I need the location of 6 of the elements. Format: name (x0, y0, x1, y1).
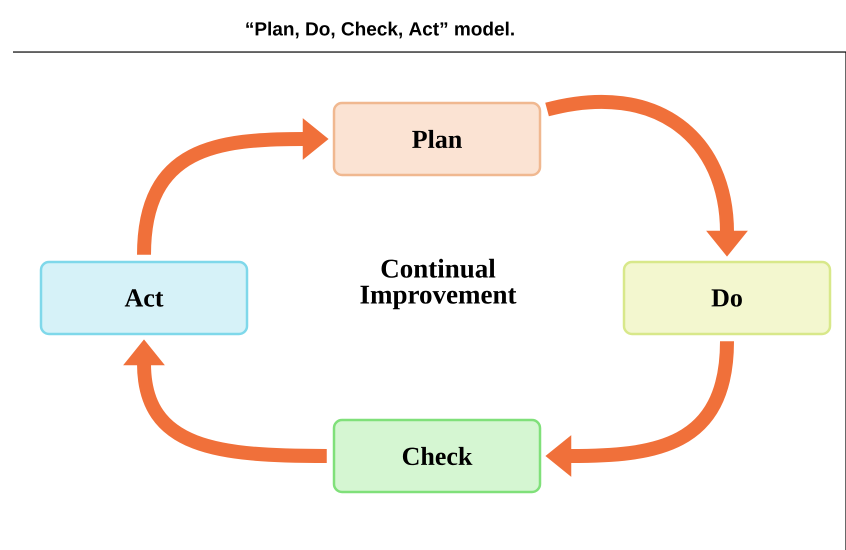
center-label: Continual Improvement (360, 258, 516, 310)
process-box: Plan (332, 102, 542, 176)
process-box: Do (622, 260, 832, 336)
title: “Plan, Do, Check, Act” model. (246, 22, 514, 38)
process-box: Act (40, 260, 248, 336)
process-box: Check (332, 418, 542, 494)
